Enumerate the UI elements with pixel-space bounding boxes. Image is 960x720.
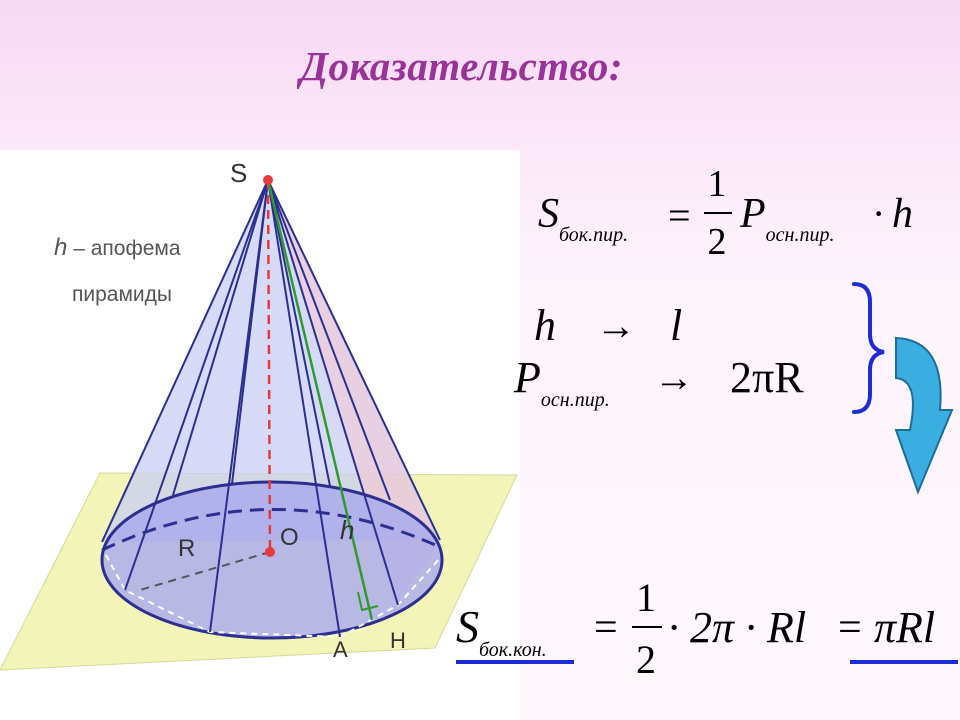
formula-pyramid-lateral: Sбок.пир. [538,190,628,246]
f1-num: 1 [707,163,727,205]
f2-s-sub: бок.кон. [479,639,547,661]
cone-figure: S O R h A H h – апофема пирамиды [0,150,520,720]
map-p-term: Pосн.пир. [514,352,610,411]
label-a: A [333,637,348,662]
radius-line [139,551,271,591]
cone-base [100,480,444,640]
f2-right-underline [850,660,958,664]
f1-s-sub: бок.пир. [559,224,629,246]
right-angle-mark [357,591,379,612]
apothem-line [266,179,374,621]
generatrix-lines [101,179,441,638]
map-h: h [534,301,556,350]
apothem-note-text: – апофема [67,237,181,260]
map-arrow1: → [596,303,636,348]
base-back-dashed [101,508,443,552]
map-arrow2: → [654,355,694,400]
f1-eq: = [668,193,691,238]
label-o: O [280,524,299,551]
f1-h: h [892,191,913,237]
apothem-note: h – апофема [54,234,181,262]
f2-left-underline [456,660,574,664]
f2-mid: · 2π · Rl [668,603,807,652]
f2-fraction-line [632,626,662,628]
brace-and-arrow [852,282,954,495]
pyramid-face [268,180,440,600]
cone-diagram [0,175,518,671]
f1-dot: · [872,191,886,236]
map-l: l [670,301,683,350]
map-rhs: 2πR [730,353,804,402]
f2-eq2: = [838,605,862,651]
f2-eq: = [594,605,618,651]
apex-point [263,175,273,185]
f1-fraction-line [704,212,732,214]
brace-icon [852,282,885,414]
f1-p: P [740,191,766,237]
f2-result: πRl [874,603,936,652]
label-r: R [178,535,196,562]
label-hh: H [390,628,406,653]
f1-p-term: Pосн.пир. [740,190,834,246]
curved-arrow-icon [894,336,954,495]
f1-p-sub: осн.пир. [765,224,835,246]
formula-cone-lateral: Sбок.кон. [456,600,547,661]
label-h-apothem: h [340,515,355,545]
apothem-note-line2: пирамиды [72,283,172,306]
height-line [266,179,272,553]
f2-s: S [456,601,479,652]
map-p: P [514,353,541,402]
f1-den: 2 [707,221,727,263]
map-p-sub: осн.пир. [540,389,610,411]
apothem-note-h: h [54,234,68,261]
f2-num: 1 [636,575,656,620]
slide-title: Доказательство: [300,43,624,89]
center-point [265,547,275,557]
f1-s: S [538,191,559,237]
label-s: S [230,158,248,188]
inscribed-polygon-dashed [105,554,441,639]
f2-den: 2 [636,637,656,682]
